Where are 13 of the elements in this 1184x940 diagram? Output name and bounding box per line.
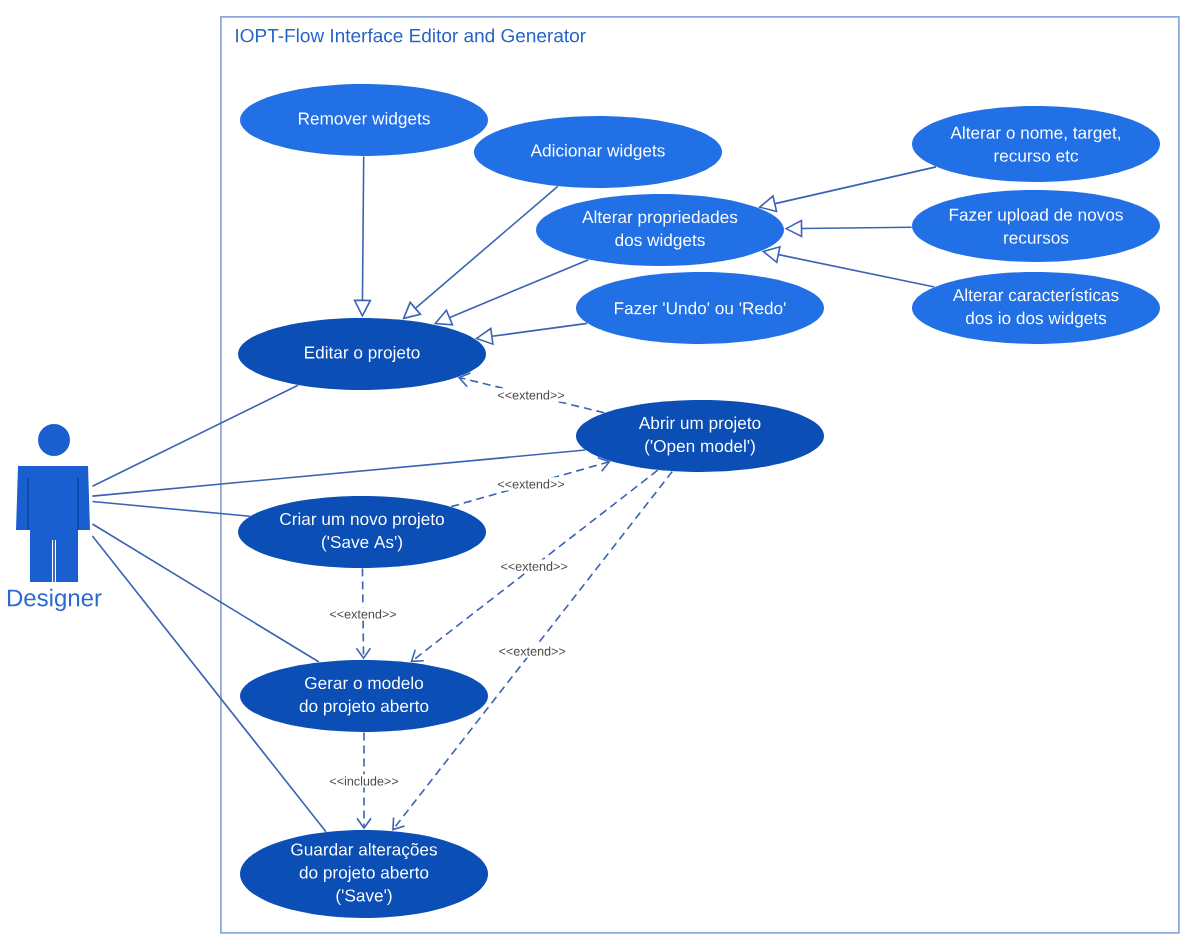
dependency-arrow	[410, 469, 659, 663]
generalization-arrow	[402, 185, 559, 320]
actor-figure: Designer	[7, 424, 102, 612]
node-label: Designer	[7, 588, 102, 612]
association-line	[91, 523, 320, 663]
dependency-arrow	[355, 567, 372, 660]
association-line	[91, 500, 251, 518]
association-line	[91, 384, 299, 487]
dependency-arrow	[392, 470, 674, 831]
generalization-arrow	[758, 166, 937, 213]
dependency-arrow	[356, 731, 372, 830]
association-line	[91, 535, 327, 833]
association-line	[91, 449, 587, 497]
